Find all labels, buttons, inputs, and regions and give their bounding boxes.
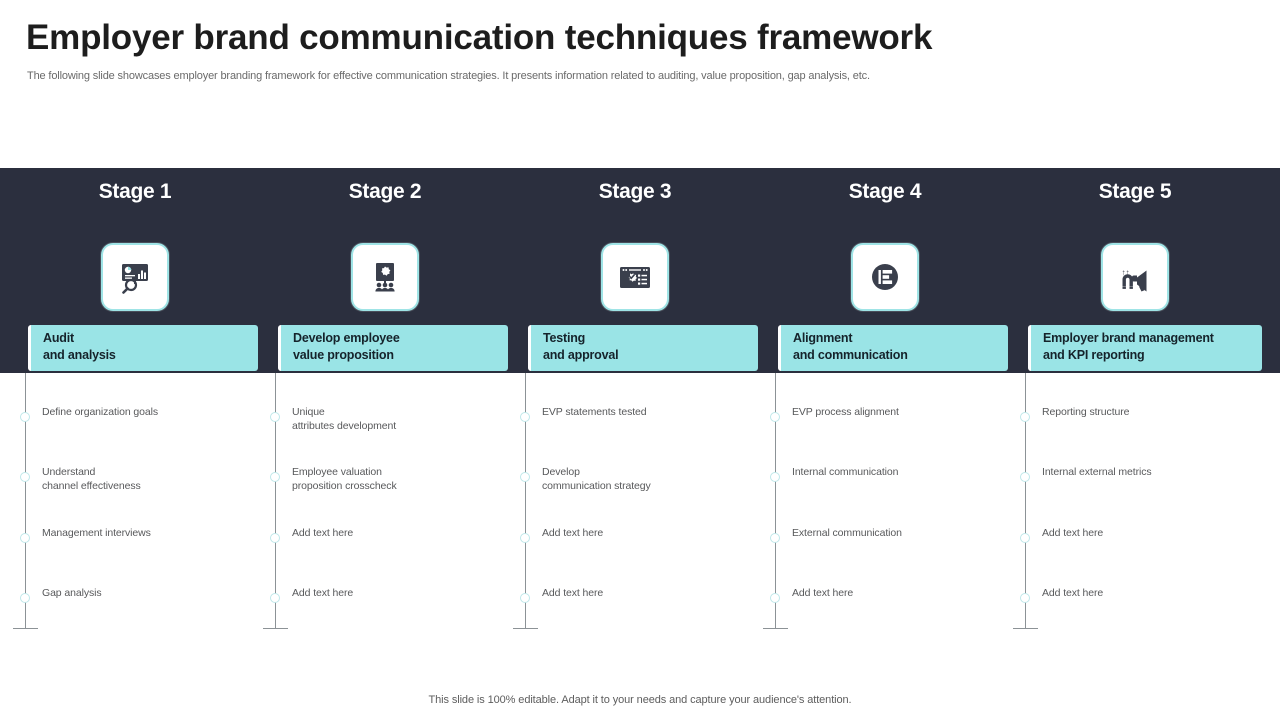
timeline-node-icon xyxy=(270,533,280,543)
stage-title-line2-4: and communication xyxy=(793,348,908,362)
page-subtitle: The following slide showcases employer b… xyxy=(27,70,870,82)
timeline-node-icon xyxy=(520,593,530,603)
timeline-node-icon xyxy=(20,412,30,422)
list-item-label: External communication xyxy=(792,527,902,539)
list-item-label: Reporting structure xyxy=(1042,406,1130,418)
list-item-label: Add text here xyxy=(542,587,604,599)
timeline-5: Reporting structure Internal external me… xyxy=(1000,373,1250,638)
timeline-node-icon xyxy=(520,412,530,422)
timeline-line xyxy=(275,373,276,628)
timeline-node-icon xyxy=(770,472,780,482)
timeline-line xyxy=(1025,373,1026,628)
stage-title-line1-4: Alignment xyxy=(793,331,853,345)
stage-label-4: Stage 4 xyxy=(848,180,922,203)
list-item-label: Add text here xyxy=(1042,527,1104,539)
stage-header-5: Stage 5 ↑↑ xyxy=(1010,168,1260,373)
timeline-foot xyxy=(1013,628,1038,629)
footer-note: This slide is 100% editable. Adapt it to… xyxy=(428,694,852,706)
stage-label-2: Stage 2 xyxy=(348,180,422,203)
stage-header-3: Stage 3 xyxy=(510,168,760,373)
list-item-label: Add text here xyxy=(542,527,604,539)
list-item-label: Add text here xyxy=(1042,587,1104,599)
timeline-node-icon xyxy=(520,533,530,543)
list-item-label: Add text here xyxy=(792,587,854,599)
stage-header-2: Stage 2 xyxy=(260,168,510,373)
timeline-node-icon xyxy=(270,472,280,482)
timeline-node-icon xyxy=(770,412,780,422)
stage-title-line1-3: Testing xyxy=(543,331,586,345)
circle-bar-alignment-icon xyxy=(851,243,919,311)
stage-title-line2-2: value proposition xyxy=(293,348,394,362)
stage-title-bar-5: Employer brand management and KPI report… xyxy=(1028,325,1262,371)
stage-header-1: Stage 1 xyxy=(10,168,260,373)
timeline-node-icon xyxy=(770,593,780,603)
timeline-line xyxy=(25,373,26,628)
timeline-foot xyxy=(13,628,38,629)
stage-label-5: Stage 5 xyxy=(1098,180,1172,203)
timeline-foot xyxy=(763,628,788,629)
timeline-node-icon xyxy=(1020,533,1030,543)
timeline-node-icon xyxy=(20,533,30,543)
presentation-analytics-magnifier-icon xyxy=(101,243,169,311)
list-item-label: Add text here xyxy=(292,587,354,599)
timeline-node-icon xyxy=(520,472,530,482)
list-item-label: Management interviews xyxy=(42,527,151,539)
page-title: Employer brand communication techniques … xyxy=(26,18,933,57)
timeline-line xyxy=(525,373,526,628)
stage-title-bar-3: Testing and approval xyxy=(528,325,758,371)
timeline-node-icon xyxy=(270,412,280,422)
stage-title-line2-1: and analysis xyxy=(43,348,116,362)
list-item-label: Add text here xyxy=(292,527,354,539)
timeline-node-icon xyxy=(1020,412,1030,422)
stage-label-1: Stage 1 xyxy=(98,180,172,203)
presentation-audience-icon xyxy=(351,243,419,311)
timeline-node-icon xyxy=(1020,472,1030,482)
stage-title-line1-2: Develop employee xyxy=(293,331,400,345)
timeline-foot xyxy=(513,628,538,629)
timeline-4: EVP process alignment Internal communica… xyxy=(750,373,1000,638)
timeline-node-icon xyxy=(20,593,30,603)
stage-title-line1-1: Audit xyxy=(43,331,74,345)
timeline-node-icon xyxy=(770,533,780,543)
list-item-label: Gap analysis xyxy=(42,587,102,599)
magnet-megaphone-icon: ↑↑ xyxy=(1101,243,1169,311)
stage-title-line1-5: Employer brand management xyxy=(1043,331,1214,345)
list-item-label: EVP process alignment xyxy=(792,406,899,418)
stage-title-bar-4: Alignment and communication xyxy=(778,325,1008,371)
stage-title-bar-2: Develop employee value proposition xyxy=(278,325,508,371)
list-item-label: Define organization goals xyxy=(42,406,158,418)
timeline-node-icon xyxy=(20,472,30,482)
timeline-node-icon xyxy=(1020,593,1030,603)
svg-text:↑↑: ↑↑ xyxy=(1122,268,1130,277)
stage-title-line2-5: and KPI reporting xyxy=(1043,348,1145,362)
list-item-label: Internal external metrics xyxy=(1042,466,1152,478)
timeline-line xyxy=(775,373,776,628)
stage-label-3: Stage 3 xyxy=(598,180,672,203)
list-item-label: Internal communication xyxy=(792,466,899,478)
stage-header-4: Stage 4 xyxy=(760,168,1010,373)
list-item-label: EVP statements tested xyxy=(542,406,647,418)
stage-title-line2-3: and approval xyxy=(543,348,619,362)
timeline-node-icon xyxy=(270,593,280,603)
stage-title-bar-1: Audit and analysis xyxy=(28,325,258,371)
browser-checklist-gear-icon xyxy=(601,243,669,311)
timeline-foot xyxy=(263,628,288,629)
